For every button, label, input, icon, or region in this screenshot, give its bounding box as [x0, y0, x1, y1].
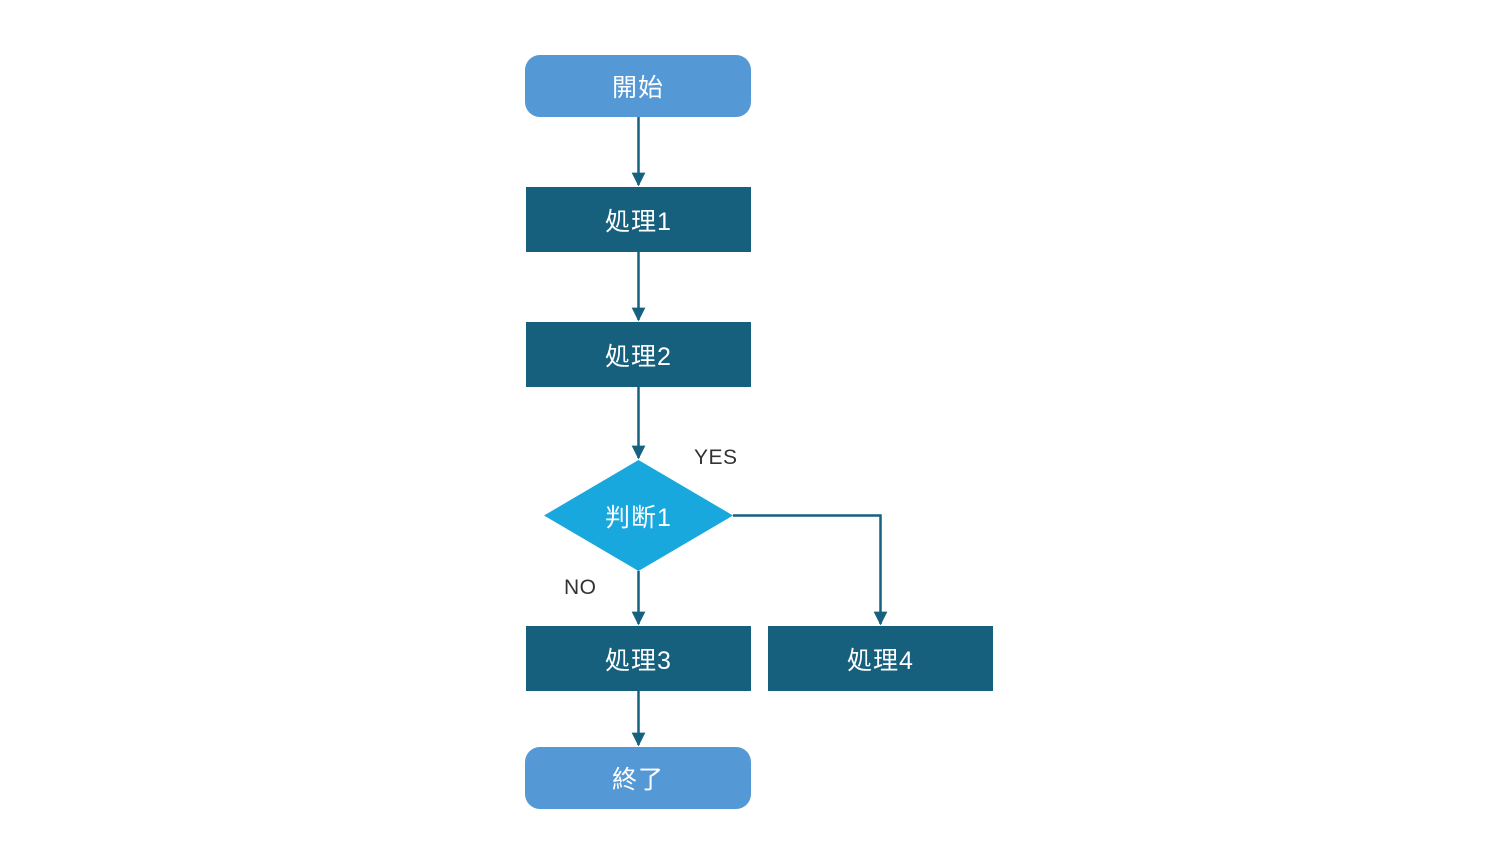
node-end-label: 終了	[611, 766, 664, 794]
flowchart-node-process3: 処理3	[526, 626, 751, 691]
node-process2-label: 処理2	[605, 342, 672, 371]
flowchart-node-process1: 処理1	[526, 187, 751, 252]
node-start-label: 開始	[611, 74, 664, 102]
flowchart-node-process2: 処理2	[526, 322, 751, 387]
node-decision1-label: 判断1	[605, 503, 672, 532]
flowchart-node-end: 終了	[525, 747, 751, 809]
branch-label-yes: YES	[694, 446, 738, 469]
node-process1-label: 処理1	[605, 207, 672, 236]
node-process4-label: 処理4	[847, 646, 914, 675]
flowchart-node-process4: 処理4	[768, 626, 993, 691]
edge-decision1-process4-yes	[733, 514, 888, 626]
flowchart-node-decision1: 判断1	[544, 460, 733, 571]
branch-label-no: NO	[564, 576, 597, 599]
flowchart-node-start: 開始	[525, 55, 751, 117]
node-process3-label: 処理3	[605, 646, 672, 675]
